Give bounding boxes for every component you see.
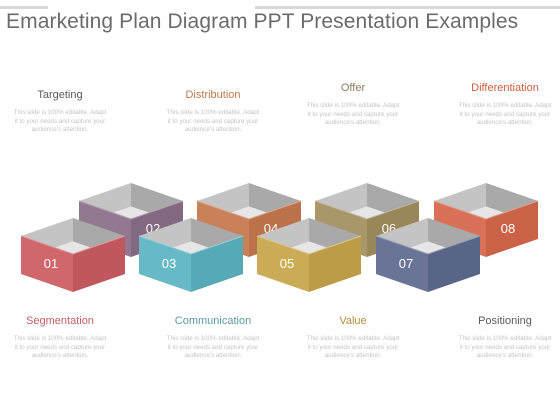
slide-title: Emarketing Plan Diagram PPT Presentation… bbox=[6, 10, 519, 33]
box-number: 07 bbox=[399, 256, 413, 271]
description-distribution: This slide is 100% editable. Adapt it to… bbox=[166, 109, 260, 134]
label-communication: Communication bbox=[174, 315, 252, 327]
box-number: 05 bbox=[280, 256, 294, 271]
box-07: 07 bbox=[375, 218, 481, 292]
label-positioning: Positioning bbox=[478, 315, 532, 327]
box-rim bbox=[138, 235, 244, 255]
label-value: Value bbox=[339, 315, 367, 327]
label-offer: Offer bbox=[340, 82, 366, 94]
description-targeting: This slide is 100% editable. Adapt it to… bbox=[13, 109, 107, 134]
description-segmentation: This slide is 100% editable. Adapt it to… bbox=[13, 335, 107, 360]
box-rim bbox=[196, 200, 302, 220]
box-05: 05 bbox=[256, 218, 362, 292]
description-value: This slide is 100% editable. Adapt it to… bbox=[306, 335, 400, 360]
box-rim bbox=[375, 235, 481, 255]
box-rim bbox=[78, 200, 184, 220]
box-rim bbox=[20, 235, 126, 255]
top-rule-right bbox=[255, 6, 560, 9]
description-differentiation: This slide is 100% editable. Adapt it to… bbox=[458, 102, 552, 127]
box-03: 03 bbox=[138, 218, 244, 292]
box-number: 08 bbox=[501, 221, 515, 236]
description-communication: This slide is 100% editable. Adapt it to… bbox=[166, 335, 260, 360]
box-04: 04 bbox=[196, 183, 302, 257]
label-distribution: Distribution bbox=[185, 89, 241, 101]
label-segmentation: Segmentation bbox=[26, 315, 94, 327]
label-differentiation: Differentiation bbox=[471, 82, 539, 94]
label-targeting: Targeting bbox=[37, 89, 83, 101]
description-positioning: This slide is 100% editable. Adapt it to… bbox=[458, 335, 552, 360]
top-rule-left bbox=[0, 6, 48, 9]
box-rim bbox=[433, 200, 539, 220]
box-01: 01 bbox=[20, 218, 126, 292]
box-rim bbox=[256, 235, 362, 255]
description-offer: This slide is 100% editable. Adapt it to… bbox=[306, 102, 400, 127]
box-number: 01 bbox=[44, 256, 58, 271]
box-rim bbox=[314, 200, 420, 220]
box-number: 03 bbox=[162, 256, 176, 271]
